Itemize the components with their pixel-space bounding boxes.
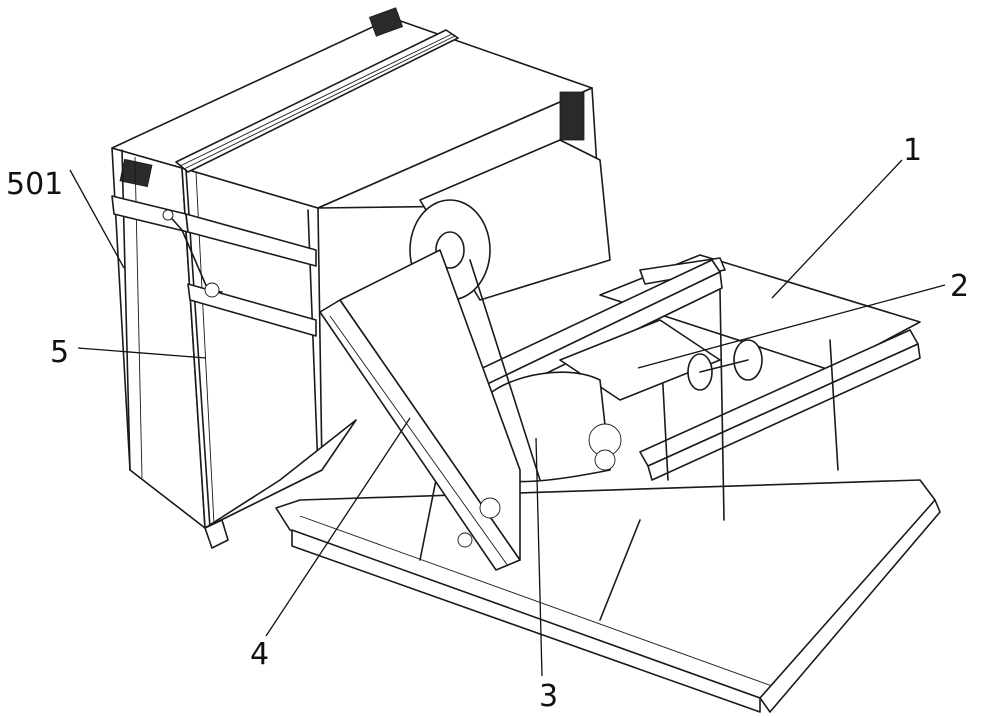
leader-5	[77, 347, 207, 359]
leader-501	[69, 169, 125, 269]
leader-2	[637, 284, 946, 369]
incline-elevator	[319, 249, 521, 571]
leader-4	[265, 417, 411, 637]
reference-labels: 1 2 3 4 5 501	[6, 133, 969, 714]
label-501: 501	[6, 167, 63, 202]
leader-1	[771, 159, 903, 299]
label-3: 3	[539, 679, 558, 714]
base-frame	[275, 459, 941, 713]
leader-lines	[69, 159, 946, 677]
label-1: 1	[903, 133, 922, 168]
label-5: 5	[50, 335, 69, 370]
leader-3	[535, 437, 543, 677]
label-4: 4	[250, 637, 269, 672]
label-2: 2	[950, 269, 969, 304]
